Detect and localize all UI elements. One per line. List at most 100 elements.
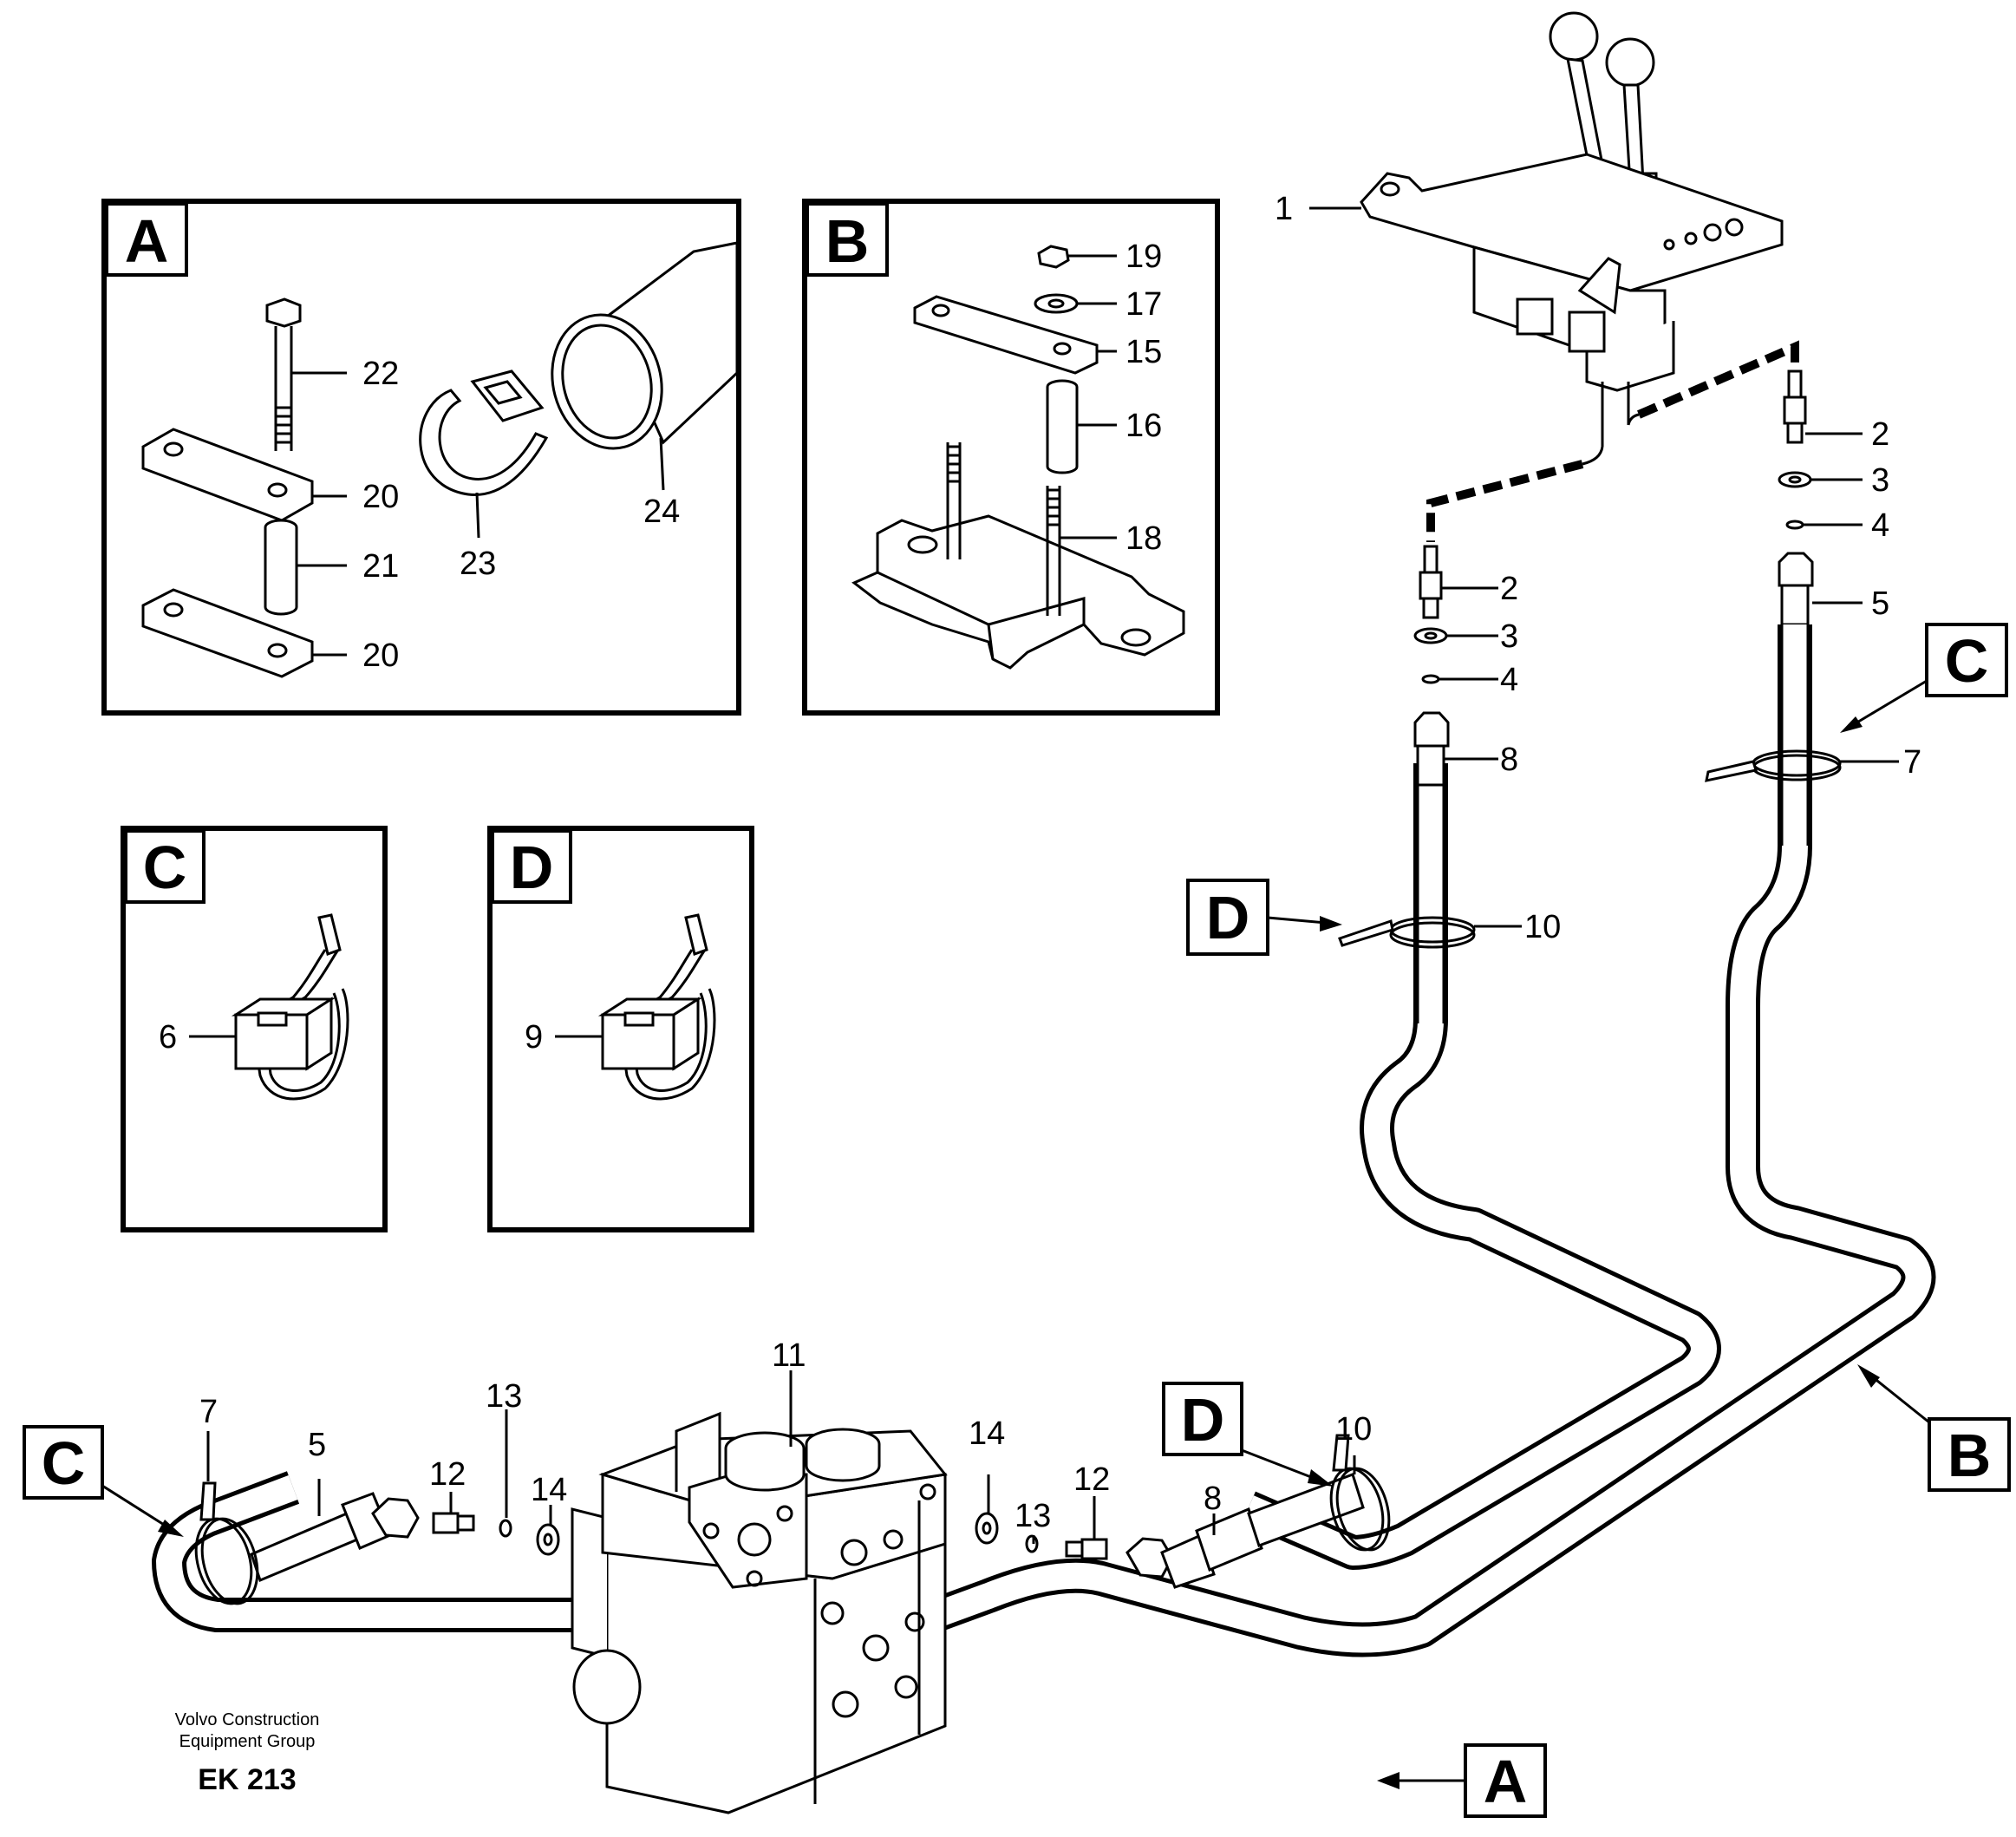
label-24: 24 [643,494,680,530]
label-12-right: 12 [1073,1461,1110,1498]
nipple-2-right-icon [1783,396,1807,425]
label-12-left: 12 [429,1456,466,1493]
oring-4-left-icon [1421,674,1440,684]
hose-left-a [1242,763,1721,1570]
nipple-12-right-icon [1065,1538,1108,1560]
ref-tag-a-bottom [1464,1743,1547,1818]
right-line-fittings [1778,369,1814,626]
ref-tag-c-left-letter: C [42,1429,86,1497]
washer-14-left-icon [536,1523,560,1556]
label-8-bottom: 8 [1204,1481,1222,1517]
spacer-16-icon [1046,379,1079,474]
detail-box-d-tag [491,829,572,904]
ref-tag-d-mid [1186,879,1269,956]
strap-clamp-23-icon [419,369,549,496]
label-23: 23 [460,546,496,582]
cable-tie-10-left-icon [1338,916,1476,949]
label-8-left: 8 [1500,742,1518,778]
label-5-right: 5 [1871,585,1889,622]
washer-3-left-icon [1413,627,1448,644]
detail-box-a-frame [101,199,741,716]
label-10-bottom: 10 [1335,1411,1372,1448]
plate-20-top-icon [141,428,314,522]
pipe-24-icon [551,241,739,450]
hose-nut-8-left-icon [1413,711,1450,748]
label-21: 21 [362,548,399,585]
label-15: 15 [1125,334,1162,370]
cable-tie-holder-9-icon [597,913,716,1101]
detail-box-b-letter: B [825,207,870,275]
label-3-right: 3 [1871,462,1889,499]
ref-tag-c-left [23,1425,104,1500]
label-22: 22 [362,356,399,392]
plate-20-bottom-icon [141,588,314,678]
ref-tag-b-right [1928,1417,2011,1492]
bolt-22-icon [265,297,302,451]
label-3-left: 3 [1500,618,1518,655]
ref-tag-b-right-letter: B [1947,1422,1992,1489]
label-19: 19 [1125,239,1162,275]
detail-box-c: C 6 [121,826,388,1232]
plate-15-icon [913,295,1099,375]
detail-box-c-tag [124,829,206,904]
label-13-right: 13 [1015,1498,1051,1534]
label-11: 11 [772,1337,806,1374]
label-1: 1 [1275,191,1293,227]
oring-13-left-icon [499,1519,512,1538]
detail-box-d: D 9 [487,826,754,1232]
label-7-right: 7 [1903,744,1921,781]
ref-tag-d-bottom [1162,1382,1243,1456]
detail-box-c-letter: C [143,834,187,901]
cable-tie-7-left-icon [194,1481,259,1605]
hose-nut-5-right-icon [1778,552,1814,587]
main-valve-11-icon [571,1411,948,1814]
oring-13-right-icon [1025,1534,1039,1553]
detail-box-d-letter: D [510,834,554,901]
detail-box-b-frame [802,199,1220,716]
label-2-right: 2 [1871,416,1889,453]
label-17: 17 [1125,286,1162,323]
footer-company-line2: Equipment Group [179,1732,316,1751]
hose-right-upper [1780,624,1810,846]
label-6: 6 [159,1019,177,1056]
detail-box-a-letter: A [125,207,169,275]
label-7-bottom: 7 [199,1394,218,1430]
ref-tag-c-right [1925,623,2008,697]
ref-tag-d-mid-letter: D [1206,884,1250,951]
control-valve-1-icon [1360,11,1784,466]
bracket-18-icon [851,442,1185,670]
detail-box-c-frame [121,826,388,1232]
label-4-left: 4 [1500,662,1518,698]
detail-box-b-tag [806,202,889,277]
label-20-top: 20 [362,479,399,515]
label-13-left: 13 [486,1378,522,1415]
label-16: 16 [1125,408,1162,444]
footer-company-line1: Volvo Construction [175,1710,320,1729]
cable-tie-holder-6-icon [231,913,349,1101]
label-9: 9 [525,1019,543,1056]
detail-box-a: A 22 20 21 20 [101,199,741,716]
washer-3-right-icon [1778,471,1812,488]
washer-17-icon [1034,293,1079,314]
cable-tie-7-right-icon [1705,749,1842,782]
label-18: 18 [1125,520,1162,557]
hose-5-left-end-icon [250,1492,420,1583]
label-14-right: 14 [969,1415,1005,1452]
ref-tag-c-right-letter: C [1945,627,1989,695]
dashed-line-right [1637,340,1799,419]
label-20-bottom: 20 [362,637,399,674]
cable-tie-10-bottom-icon [1329,1434,1391,1552]
dashed-line-left [1426,460,1584,542]
detail-box-d-frame [487,826,754,1232]
oring-4-right-icon [1785,520,1804,530]
nipple-12-left-icon [432,1512,475,1534]
left-line-fittings [1413,545,1450,1023]
label-4-right: 4 [1871,507,1889,544]
label-14-left: 14 [531,1472,567,1508]
detail-box-b: B 19 17 15 16 [802,199,1220,716]
sleeve-21-icon [264,519,298,616]
label-5-bottom: 5 [308,1427,326,1463]
ref-tag-a-bottom-letter: A [1484,1748,1528,1815]
nipple-2-left-icon [1419,571,1443,600]
